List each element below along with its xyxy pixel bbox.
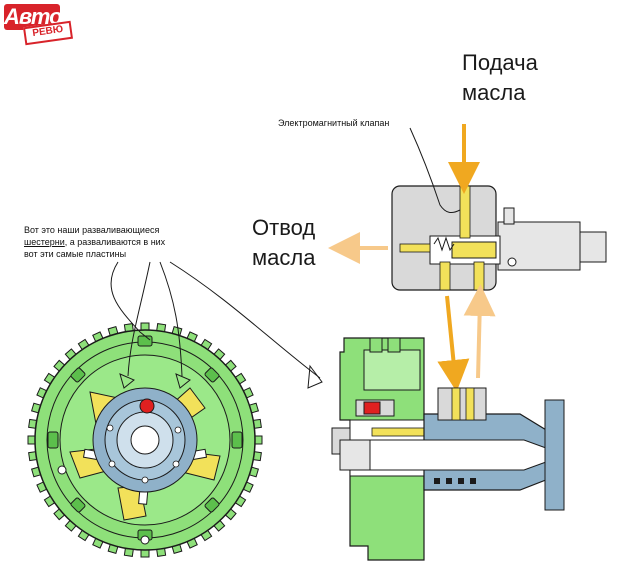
logo-main-text: Авто: [4, 4, 63, 30]
phaser-gear-front-view: [27, 322, 263, 558]
phaser-section-view: [331, 337, 565, 561]
oil-flow-arrows: [328, 124, 496, 392]
solenoid-valve-drawing: [391, 185, 607, 291]
autoreview-logo: Авто РЕВЮ: [4, 4, 74, 46]
note-line-2: шестерни, а разваливаются в них: [24, 236, 165, 248]
oil-drain-label: Отвод масла: [252, 215, 316, 270]
solenoid-valve-label: Электромагнитный клапан: [278, 118, 390, 128]
note-underlined-word: шестерни: [24, 237, 65, 247]
note-line-3: вот эти самые пластины: [24, 249, 127, 259]
note-line-2-rest: , а разваливаются в них: [64, 237, 166, 247]
callout-lines: [110, 127, 461, 389]
oil-supply-label: Подача масла: [462, 50, 538, 105]
annotation-note: Вот это наши разваливающиеся шестерни, а…: [24, 224, 165, 260]
note-line-1: Вот это наши разваливающиеся: [24, 225, 160, 235]
